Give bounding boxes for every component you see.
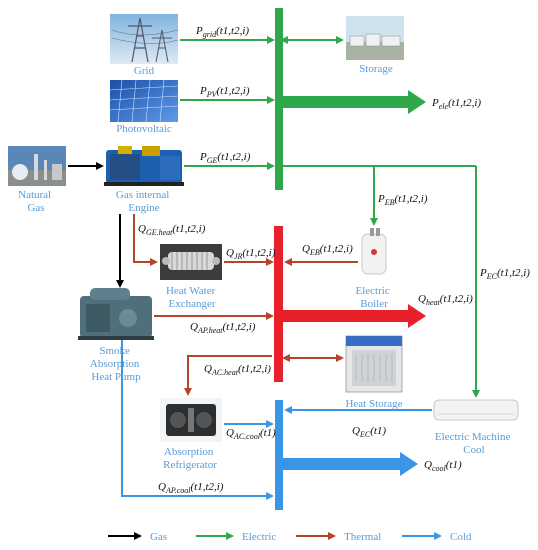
q-ec-label: QEC(t1)	[352, 425, 386, 439]
q-ap-heat-label: QAP.heat(t1,t2,i)	[190, 321, 256, 335]
smoke-pump-label: Smoke Absorption Heat Pump	[90, 345, 142, 383]
ele-load-arrow	[283, 90, 426, 114]
absorption-refrigerator-label: Absorption Refrigerator	[163, 446, 217, 471]
heat-storage-label: Heat Storage	[345, 398, 402, 410]
q-ac-cool-label: QAC.cool(t1)	[226, 427, 276, 441]
electric-machine-cool-label: Electric Machine Cool	[435, 431, 513, 456]
p-ge-label: PGE(t1,t2,i)	[199, 151, 251, 165]
q-jr-label: QJR(t1,t2,i)	[226, 247, 276, 261]
grid-label: Grid	[134, 65, 155, 77]
solar-panel-icon	[109, 79, 179, 123]
battery-storage-icon	[346, 16, 404, 60]
electric-boiler-label: Electric Boiler	[356, 285, 393, 310]
gas-plant-icon	[8, 146, 66, 186]
gas-engine-label: Gas internal Engine	[116, 189, 172, 214]
flow-line-ap-cool	[121, 340, 274, 500]
q-ac-heat-label: QAC.heat(t1,t2,i)	[204, 363, 271, 377]
p-pv-label: PPV(t1,t2,i)	[199, 85, 250, 99]
legend-electric-label: Electric	[242, 531, 276, 543]
heat-pump-icon	[78, 288, 154, 340]
electric-bus	[275, 8, 283, 190]
p-ec-label: PEC(t1,t2,i)	[479, 267, 530, 281]
p-eb-label: PEB(t1,t2,i)	[377, 193, 428, 207]
p-grid-label: Pgrid(t1,t2,i)	[195, 25, 249, 39]
generator-icon	[104, 146, 184, 186]
cool-load-arrow	[283, 452, 418, 476]
q-ge-heat-label: QGE.heat(t1,t2,i)	[138, 223, 206, 237]
air-conditioner-icon	[433, 399, 519, 421]
photovoltaic-label: Photovoltaic	[116, 123, 172, 135]
flow-line-ac-heat	[184, 355, 272, 396]
compressor-icon	[160, 398, 222, 442]
thermal-bus	[274, 226, 283, 382]
water-heater-icon	[361, 228, 387, 275]
p-ele-label: Pele(t1,t2,i)	[431, 97, 481, 111]
heat-storage-icon	[345, 335, 403, 393]
legend-gas-label: Gas	[150, 531, 167, 543]
storage-label: Storage	[359, 63, 393, 75]
natural-gas-label: Natural Gas	[18, 189, 54, 214]
q-ap-cool-label: QAP.cool(t1,t2,i)	[158, 481, 224, 495]
flow-line-eb	[283, 165, 476, 224]
heat-load-arrow	[283, 304, 426, 328]
legend-cold-label: Cold	[450, 531, 472, 543]
heat-exchanger-label: Heat Water Exchanger	[166, 285, 218, 310]
q-eb-label: QEB(t1,t2,i)	[302, 243, 353, 257]
legend-thermal-label: Thermal	[344, 531, 381, 543]
flow-line-ge-heat	[133, 214, 158, 266]
cold-bus	[275, 400, 283, 510]
q-heat-label: Qheat(t1,t2,i)	[418, 293, 473, 307]
heat-exchanger-icon	[160, 244, 222, 280]
legend: Gas Electric Thermal Cold	[108, 531, 472, 543]
power-tower-icon	[110, 14, 179, 64]
q-cool-label: Qcool(t1)	[424, 459, 462, 473]
